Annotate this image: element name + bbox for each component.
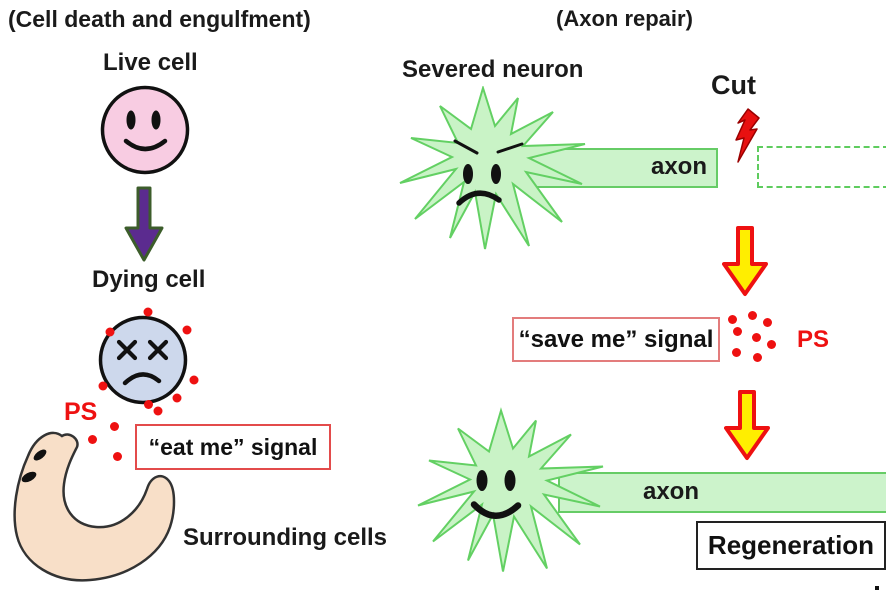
severed-neuron-frown [456,190,502,206]
regeneration-box: Regeneration [696,521,886,570]
save-me-signal-box: “save me” signal [512,317,720,362]
ps-dot [748,311,757,320]
ps-dot [113,452,122,461]
surrounding-cell-eye [21,471,37,483]
stray-mark [875,586,879,590]
ps-dot [752,333,761,342]
cell-death-arrow-icon [124,186,164,262]
surrounding-cell-eye [33,449,47,461]
severed-neuron-left-eye [463,164,473,184]
lightning-shape [735,108,760,163]
ps-dot [88,435,97,444]
regenerated-neuron-smile [470,501,522,519]
ps-dot [144,400,153,409]
severed-neuron-icon [399,86,586,250]
ps-label-right: PS [797,326,830,353]
left-panel-title: (Cell death and engulfment) [8,6,311,32]
regenerated-neuron-body [417,407,604,572]
ps-dot [110,422,119,431]
severed-neuron-brows [453,139,524,155]
live-cell-smile [123,138,168,152]
signal-arrow-top-icon [722,226,768,296]
axon-label-bottom: axon [642,478,699,505]
severed-neuron-right-eye [491,164,501,184]
surrounding-cells-label: Surrounding cells [183,524,388,551]
regenerated-axon [558,472,886,513]
regenerated-neuron-icon [417,407,604,572]
live-cell-body [100,85,190,175]
axon-label-top: axon [650,153,707,180]
signal-arrow-bottom-shape [724,390,770,460]
live-cell-right-eye [151,110,161,130]
live-cell-left-eye [126,110,136,130]
surrounding-cell-icon [13,431,176,582]
right-panel-title: (Axon repair) [556,6,693,31]
cut-lightning-icon [735,108,760,163]
severed-axon-segment [757,146,886,188]
dying-cell-body [98,315,188,405]
ps-dot [732,348,741,357]
ps-label-left: PS [64,398,98,426]
regenerated-neuron-left-eye [476,470,488,491]
dying-cell-frown [122,372,162,386]
cut-label: Cut [711,70,756,100]
membrane-ps-dots [98,307,199,416]
dying-cell-x-eyes [116,339,169,361]
ps-dot [728,315,737,324]
ps-dot [767,340,776,349]
regenerated-neuron-right-eye [504,470,516,491]
dying-cell-icon [98,307,199,416]
signal-arrow-bottom-icon [724,390,770,460]
signal-arrow-top-shape [722,226,768,296]
ps-dot [763,318,772,327]
ps-dot [733,327,742,336]
ps-dot [753,353,762,362]
live-cell-icon [100,85,190,175]
cell-death-arrow-shape [124,186,164,262]
severed-neuron-label: Severed neuron [402,56,584,83]
surrounding-cell-body [13,431,176,582]
live-cell-label: Live cell [103,49,198,76]
dying-cell-label: Dying cell [92,266,206,293]
eat-me-signal-box: “eat me” signal [135,424,331,470]
